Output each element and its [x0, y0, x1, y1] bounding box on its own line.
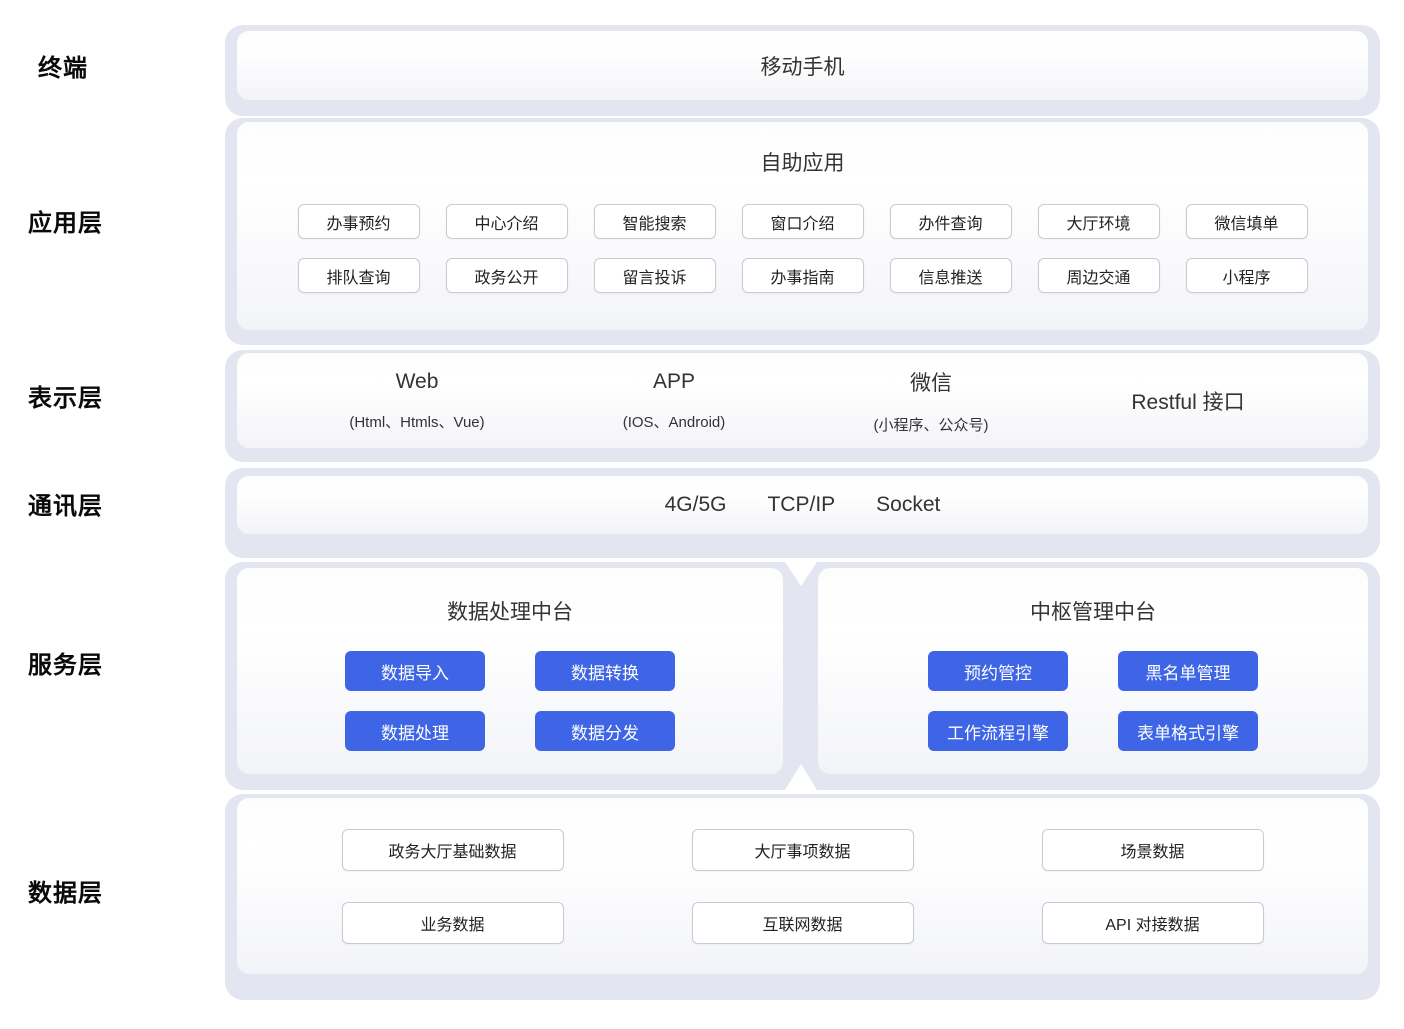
service-module-box: 数据导入 — [345, 651, 485, 691]
channel-detail: (小程序、公众号) — [873, 416, 989, 434]
channel-name: 微信 — [910, 371, 952, 395]
app-module-box: 智能搜索 — [593, 204, 716, 239]
app-module-box: 办事预约 — [297, 204, 420, 239]
service-module-box: 黑名单管理 — [1118, 651, 1258, 691]
communication-band: 4G/5G TCP/IP Socket — [225, 468, 1380, 558]
application-band: 自助应用 办事预约 中心介绍 智能搜索 窗口介绍 办件查询 大厅环境 微信填单 … — [225, 118, 1380, 345]
layer-label-service: 服务层 — [28, 652, 103, 679]
protocol-item: Socket — [876, 493, 941, 516]
layer-label-application: 应用层 — [28, 210, 103, 237]
app-module-box: 窗口介绍 — [741, 204, 864, 239]
data-source-box: 场景数据 — [1041, 828, 1264, 871]
service-module-box: 数据分发 — [535, 711, 675, 751]
app-module-box: 留言投诉 — [593, 258, 716, 293]
app-module-box: 政务公开 — [445, 258, 568, 293]
platform-title: 数据处理中台 — [447, 601, 573, 624]
central-management-platform-card: 中枢管理中台 预约管控 黑名单管理 工作流程引擎 表单格式引擎 — [818, 568, 1368, 774]
data-band: 政务大厅基础数据 大厅事项数据 场景数据 业务数据 互联网数据 API 对接数据 — [225, 794, 1380, 1000]
service-module-box: 工作流程引擎 — [928, 711, 1068, 751]
app-module-box: 小程序 — [1185, 258, 1308, 293]
channel-name: APP — [652, 369, 696, 393]
app-module-box: 办事指南 — [741, 258, 864, 293]
platform-title: 中枢管理中台 — [1030, 601, 1156, 624]
layer-label-terminal: 终端 — [38, 55, 88, 82]
channel-name: Web — [395, 369, 439, 393]
flow-arrow-down-icon — [785, 562, 817, 586]
channel-restful: Restful 接口 — [1088, 386, 1288, 416]
platform-module-grid: 预约管控 黑名单管理 工作流程引擎 表单格式引擎 — [928, 651, 1258, 751]
app-module-box: 排队查询 — [297, 258, 420, 293]
layer-label-communication: 通讯层 — [28, 493, 103, 520]
protocol-item: 4G/5G — [664, 493, 727, 516]
data-source-box: 互联网数据 — [691, 901, 914, 944]
flow-arrow-up-icon — [785, 764, 817, 790]
application-module-grid: 办事预约 中心介绍 智能搜索 窗口介绍 办件查询 大厅环境 微信填单 排队查询 … — [297, 204, 1308, 293]
application-title: 自助应用 — [760, 152, 845, 175]
channel-detail: (IOS、Android) — [622, 413, 726, 431]
data-source-box: API 对接数据 — [1041, 901, 1264, 944]
service-module-box: 预约管控 — [928, 651, 1068, 691]
presentation-band: Web (Html、Htmls、Vue) APP (IOS、Android) 微… — [225, 350, 1380, 462]
terminal-title: 移动手机 — [760, 55, 845, 79]
app-module-box: 周边交通 — [1037, 258, 1160, 293]
presentation-card: Web (Html、Htmls、Vue) APP (IOS、Android) 微… — [237, 353, 1368, 448]
app-module-box: 微信填单 — [1185, 204, 1308, 239]
communication-card: 4G/5G TCP/IP Socket — [237, 476, 1368, 534]
app-module-box: 中心介绍 — [445, 204, 568, 239]
layer-label-data: 数据层 — [28, 880, 103, 907]
channel-web: Web (Html、Htmls、Vue) — [317, 370, 517, 432]
terminal-card: 移动手机 — [237, 31, 1368, 100]
app-module-box: 办件查询 — [889, 204, 1012, 239]
layer-label-presentation: 表示层 — [28, 385, 103, 412]
data-source-box: 大厅事项数据 — [691, 828, 914, 871]
service-module-box: 表单格式引擎 — [1118, 711, 1258, 751]
channel-wechat: 微信 (小程序、公众号) — [831, 367, 1031, 435]
data-source-box: 业务数据 — [341, 901, 564, 944]
terminal-band: 移动手机 — [225, 25, 1380, 116]
channel-app: APP (IOS、Android) — [574, 370, 774, 432]
data-source-grid: 政务大厅基础数据 大厅事项数据 场景数据 业务数据 互联网数据 API 对接数据 — [341, 828, 1264, 944]
service-module-box: 数据转换 — [535, 651, 675, 691]
data-card: 政务大厅基础数据 大厅事项数据 场景数据 业务数据 互联网数据 API 对接数据 — [237, 798, 1368, 974]
channel-name: Restful 接口 — [1131, 390, 1245, 414]
data-processing-platform-card: 数据处理中台 数据导入 数据转换 数据处理 数据分发 — [237, 568, 783, 774]
platform-module-grid: 数据导入 数据转换 数据处理 数据分发 — [345, 651, 675, 751]
service-band: 数据处理中台 数据导入 数据转换 数据处理 数据分发 中枢管理中台 预约管控 黑… — [225, 562, 1380, 790]
app-module-box: 大厅环境 — [1037, 204, 1160, 239]
protocol-item: TCP/IP — [767, 493, 836, 516]
application-card: 自助应用 办事预约 中心介绍 智能搜索 窗口介绍 办件查询 大厅环境 微信填单 … — [237, 122, 1368, 330]
channel-detail: (Html、Htmls、Vue) — [349, 413, 485, 431]
data-source-box: 政务大厅基础数据 — [341, 828, 564, 871]
app-module-box: 信息推送 — [889, 258, 1012, 293]
service-module-box: 数据处理 — [345, 711, 485, 751]
